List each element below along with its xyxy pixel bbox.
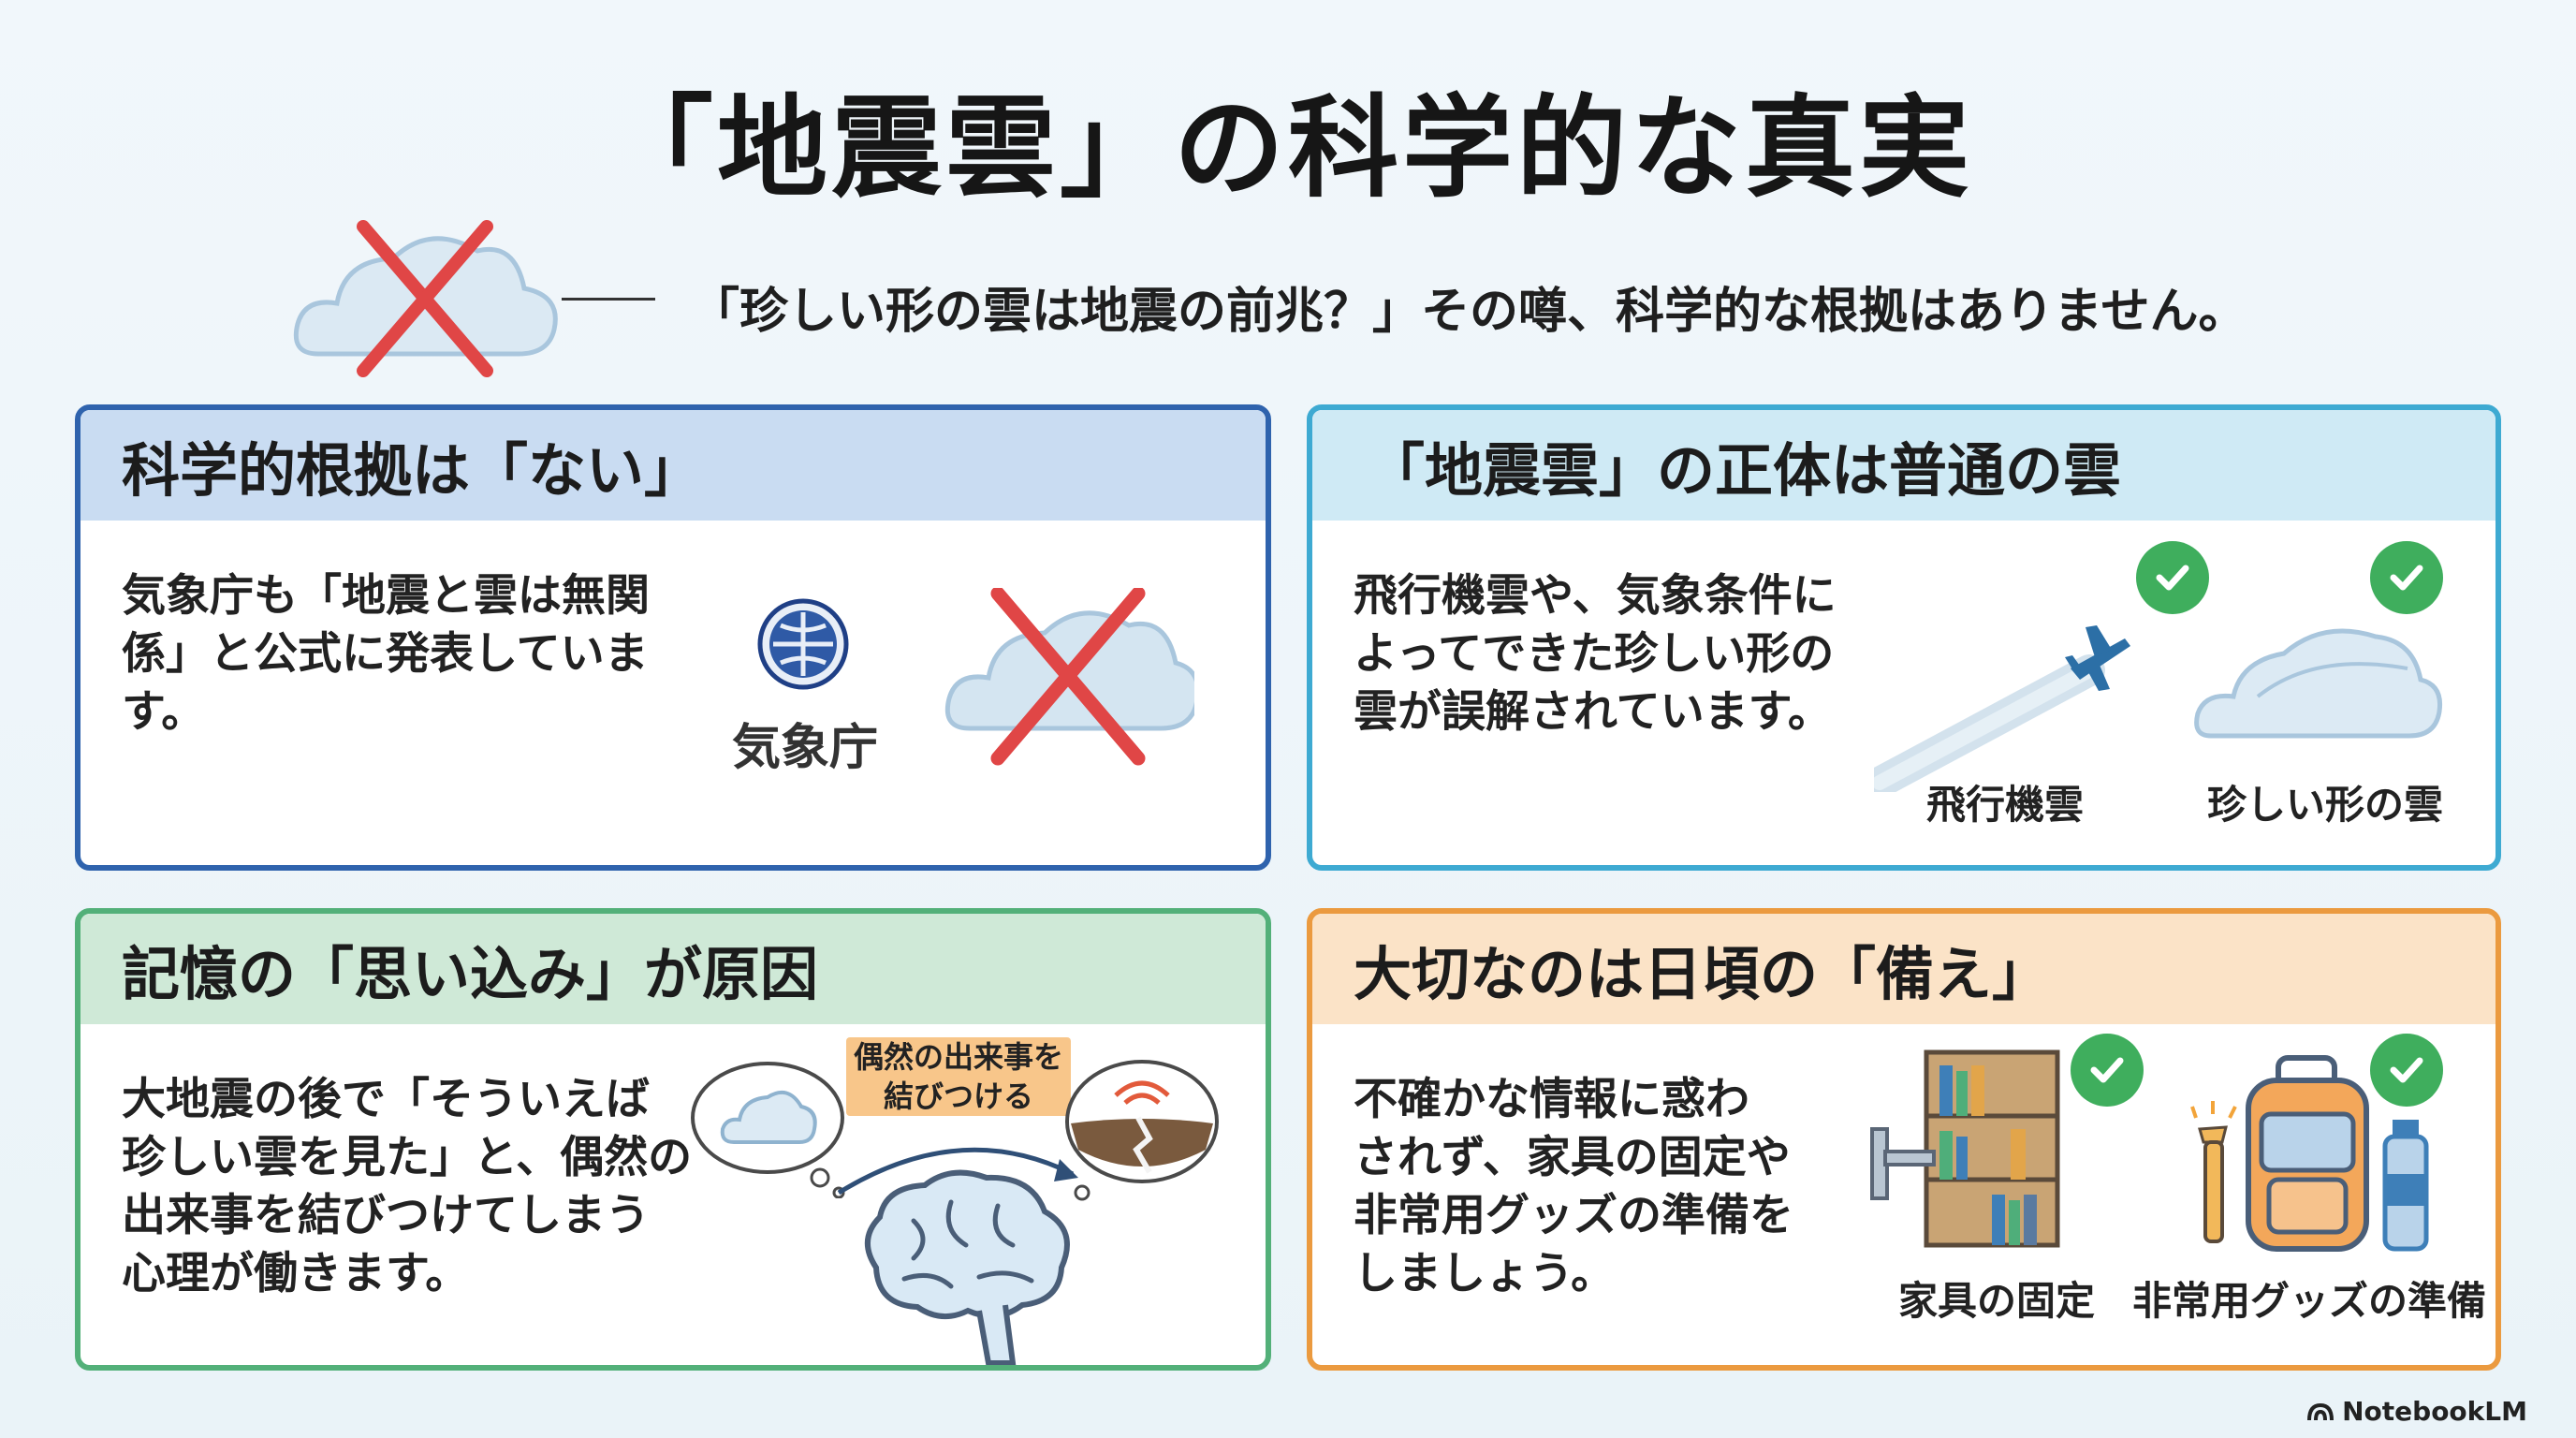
page-title: 「地震雲」の科学的な真実: [602, 83, 1973, 213]
check-icon: [2071, 1034, 2144, 1107]
card-memory-bias: 記憶の「思い込み」が原因 大地震の後で「そういえば 珍しい雲を見た」と、偶然の …: [75, 908, 1271, 1371]
card-heading: 記憶の「思い込み」が原因: [80, 914, 1266, 1024]
card-preparedness: 大切なのは日頃の「備え」 不確かな情報に惑わ されず、家具の固定や 非常用グッズ…: [1307, 908, 2501, 1371]
cloud-crossed-icon: [942, 588, 1194, 766]
check-icon: [2370, 541, 2443, 614]
card-text: 不確かな情報に惑わ されず、家具の固定や 非常用グッズの準備を しましょう。: [1354, 1074, 1793, 1299]
card-text: 飛行機雲や、気象条件に よってできた珍しい形の 雲が誤解されています。: [1354, 570, 1837, 738]
arrow-icon: [829, 1127, 1091, 1202]
earthquake-crack-icon: [1063, 1052, 1222, 1202]
brain-icon: [848, 1165, 1082, 1365]
card-ordinary-clouds: 「地震雲」の正体は普通の雲 飛行機雲や、気象条件に よってできた珍しい形の 雲が…: [1307, 404, 2501, 871]
thought-bubble-cloud-icon: [689, 1058, 848, 1198]
card-heading: 大切なのは日頃の「備え」: [1312, 914, 2496, 1024]
check-icon: [2136, 541, 2209, 614]
card-text: 気象庁も「地震と雲は無関 係」と公式に発表していま す。: [122, 570, 650, 738]
caption-emergency-kit: 非常用グッズの準備: [2132, 1278, 2487, 1324]
watermark: NotebookLM: [2306, 1396, 2527, 1427]
jma-logo-text: 気象庁: [732, 720, 879, 776]
check-icon: [2370, 1034, 2443, 1107]
jma-logo-icon: [736, 567, 895, 698]
card-no-scientific-basis: 科学的根拠は「ない」 気象庁も「地震と雲は無関 係」と公式に発表していま す。 …: [75, 404, 1271, 871]
card-text: 大地震の後で「そういえば 珍しい雲を見た」と、偶然の 出来事を結びつけてしまう …: [122, 1074, 693, 1299]
caption-furniture: 家具の固定: [1898, 1278, 2096, 1324]
card-heading: 「地震雲」の正体は普通の雲: [1312, 410, 2496, 521]
secured-bookshelf-icon: [1870, 1047, 2067, 1253]
caption-unusual-cloud: 珍しい形の雲: [2207, 782, 2444, 828]
card-heading: 科学的根拠は「ない」: [80, 410, 1266, 521]
notebooklm-logo-icon: [2307, 1402, 2334, 1420]
caption-contrail: 飛行機雲: [1926, 782, 2085, 828]
contrail-airplane-icon: [1874, 605, 2136, 792]
cloud-crossed-icon: [290, 213, 562, 382]
unusual-cloud-icon: [2192, 614, 2445, 755]
emergency-kit-icon: [2174, 1052, 2454, 1258]
intro-text: 「珍しい形の雲は地震の前兆？」その噂、科学的な根拠はありません。: [691, 284, 2247, 340]
connect-events-label: 偶然の出来事を 結びつける: [846, 1037, 1072, 1116]
connector-line: [562, 298, 655, 301]
